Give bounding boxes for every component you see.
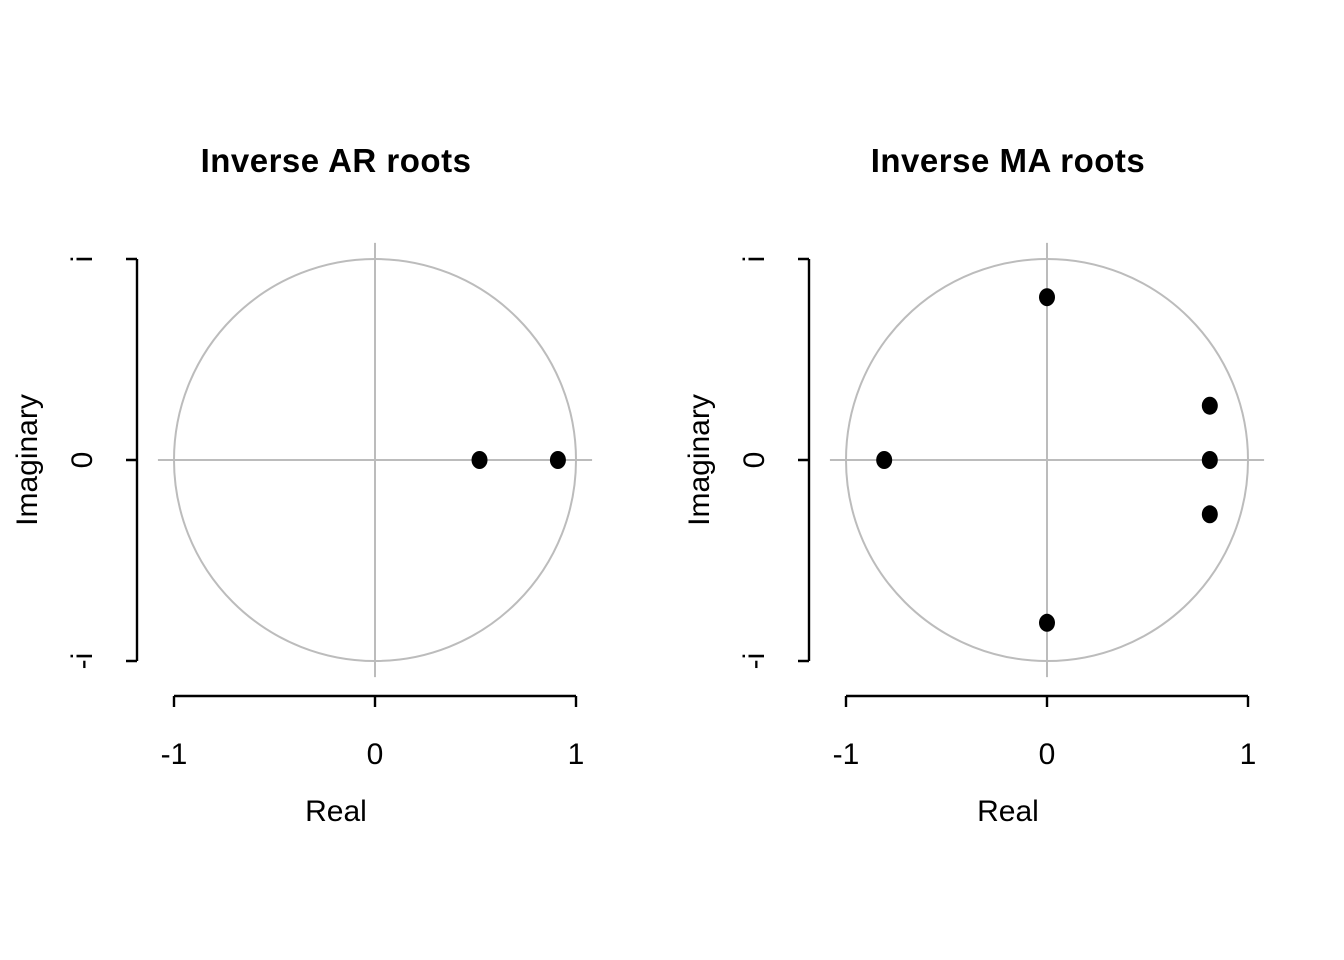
y-tick-label: 0 xyxy=(738,451,771,469)
ar-roots-plot-canvas xyxy=(126,242,593,707)
y-axis xyxy=(798,257,811,663)
x-tick-label: 1 xyxy=(1239,738,1257,771)
root-point xyxy=(1039,288,1055,307)
y-tick-label: -i xyxy=(738,652,771,670)
y-axis xyxy=(126,257,139,663)
root-point xyxy=(1201,396,1218,415)
x-tick-label: 0 xyxy=(1038,738,1056,771)
x-tick-label: 1 xyxy=(567,738,585,771)
ma-plot-title: Inverse MA roots xyxy=(870,142,1146,179)
x-tick-label: -1 xyxy=(832,738,860,771)
x-tick-label: 0 xyxy=(366,738,384,771)
root-point xyxy=(1039,613,1055,632)
ma-y-axis-label: Imaginary xyxy=(683,394,716,526)
ar-x-axis-label: Real xyxy=(305,795,367,828)
inverse-ar-roots-panel: Inverse AR roots Real Imaginary -1 0 1 -i 0 i xyxy=(11,142,593,828)
root-point xyxy=(549,451,566,469)
root-point xyxy=(471,451,488,469)
y-tick-label: 0 xyxy=(66,451,99,469)
inverse-ma-roots-panel: Inverse MA roots Real Imaginary -1 0 1 -i 0 i xyxy=(672,0,1344,960)
root-point xyxy=(1201,451,1218,469)
root-point xyxy=(1201,505,1218,524)
y-tick-label: i xyxy=(66,255,99,263)
ma-roots-plot-canvas xyxy=(798,242,1265,707)
x-axis xyxy=(172,694,578,707)
y-tick-label: i xyxy=(738,255,771,263)
root-point xyxy=(876,451,893,469)
unit-circle xyxy=(173,258,577,662)
unit-circle xyxy=(845,258,1249,662)
ar-plot-title: Inverse AR roots xyxy=(200,142,472,179)
x-axis xyxy=(844,694,1250,707)
x-tick-label: -1 xyxy=(160,738,188,771)
ma-x-axis-label: Real xyxy=(977,795,1039,828)
ar-y-axis-label: Imaginary xyxy=(11,394,44,526)
y-tick-label: -i xyxy=(66,652,99,670)
